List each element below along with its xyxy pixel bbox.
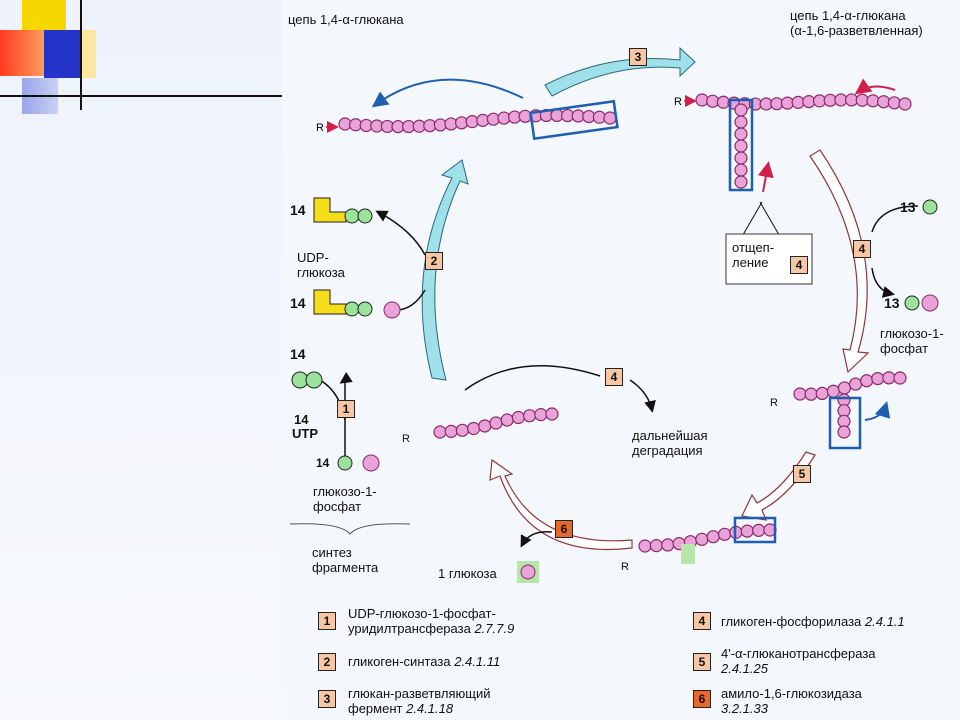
svg-text:R: R xyxy=(316,122,324,134)
glucose-bead xyxy=(638,539,652,553)
glucose-bead xyxy=(837,425,851,439)
glucose-bead xyxy=(893,371,907,385)
glucose-bead xyxy=(695,532,709,546)
glucose-bead xyxy=(661,538,675,552)
label-top-right: цепь 1,4-α-глюкана (α-1,6-разветвленная) xyxy=(790,8,923,38)
cyan-arrows xyxy=(421,46,696,381)
legend-text-5: 4'-α-глюканотрансфераза 2.4.1.25 xyxy=(721,646,876,676)
glucose-bead xyxy=(433,425,447,439)
count-14-ppi: 14 xyxy=(290,346,306,362)
step-1-box: 1 xyxy=(337,400,355,418)
udp-glucose-icons xyxy=(291,197,939,583)
glucose-bead xyxy=(734,139,748,153)
count-14-top: 14 xyxy=(290,202,306,218)
glucose-bead xyxy=(740,524,754,538)
glucose-bead xyxy=(848,377,863,391)
glucose-bead xyxy=(706,530,720,544)
step-2-box: 2 xyxy=(425,252,443,270)
label-udp-glucose: UDP- глюкоза xyxy=(297,250,345,280)
count-14-g1p: 14 xyxy=(316,456,330,470)
label-r-right: R xyxy=(770,397,778,409)
chain-top-right: R xyxy=(674,95,697,108)
count-14-middle: 14 xyxy=(290,295,306,311)
label-further-degradation: дальнейшая деградация xyxy=(632,428,708,458)
decor-horizontal-line xyxy=(0,95,282,97)
glucose-bead xyxy=(752,523,766,537)
glucose-bead xyxy=(717,527,732,541)
glucose-bead xyxy=(826,384,840,398)
decor-vertical-line xyxy=(80,0,82,110)
glucose-bead xyxy=(522,409,537,423)
decor-red-square xyxy=(0,30,44,76)
legend-num-5: 5 xyxy=(693,653,711,671)
label-r-middle: R xyxy=(402,433,410,445)
legend-text-1: UDP-глюкозо-1-фосфат- уридилтрансфераза … xyxy=(348,606,515,636)
glucose-bead xyxy=(734,163,748,177)
chain-top-left: R xyxy=(316,121,339,134)
label-utp: UTP xyxy=(292,426,318,441)
glucose-bead xyxy=(500,413,514,427)
legend-text-4: гликоген-фосфорилаза 2.4.1.1 xyxy=(721,614,905,629)
glucose-bead xyxy=(898,97,912,111)
legend-num-2: 2 xyxy=(318,653,336,671)
label-r-bottom: R xyxy=(621,561,629,573)
step-4-box-callout: 4 xyxy=(790,256,808,274)
legend-num-6: 6 xyxy=(693,690,711,708)
glucose-bead xyxy=(734,103,748,117)
glucose-bead xyxy=(882,371,896,385)
glucose-bead xyxy=(837,381,852,395)
glucose-bead xyxy=(444,424,458,438)
highlight-boxes xyxy=(529,98,862,544)
glucose-bead xyxy=(804,387,818,401)
count-13-g1p: 13 xyxy=(884,295,900,311)
process-arrows xyxy=(289,78,919,548)
glucose-bead xyxy=(511,410,526,425)
svg-text:R: R xyxy=(674,96,682,108)
decor-yellow-square xyxy=(22,0,66,30)
glucose-bead xyxy=(871,372,885,386)
legend-num-4: 4 xyxy=(693,612,711,630)
label-one-glucose: 1 глюкоза xyxy=(438,566,497,581)
legend-num-1: 1 xyxy=(318,612,336,630)
glucose-bead xyxy=(734,115,748,129)
glucose-chains xyxy=(338,93,912,553)
glucose-bead xyxy=(455,423,469,437)
glucose-bead xyxy=(815,386,829,400)
label-glucose-1-phosphate-right: глюкозо-1- фосфат xyxy=(880,326,944,356)
count-13-pi: 13 xyxy=(900,199,916,215)
glucose-bead xyxy=(793,387,807,401)
step-4-box-middle: 4 xyxy=(605,368,623,386)
decor-lightyellow-square xyxy=(80,30,96,78)
legend-text-6: амило-1,6-глюкозидаза 3.2.1.33 xyxy=(721,686,862,716)
glucose-bead xyxy=(734,127,748,141)
label-glucose-1-phosphate: глюкозо-1- фосфат xyxy=(313,484,377,514)
glucose-bead xyxy=(734,175,748,189)
label-n14-utp: 14 xyxy=(294,412,309,427)
step-5-box: 5 xyxy=(793,465,811,483)
glucose-bead xyxy=(534,408,548,422)
label-top-left: цепь 1,4-α-глюкана xyxy=(288,12,404,27)
label-cleavage: отщеп- ление xyxy=(732,240,775,270)
glucose-bead xyxy=(734,151,748,165)
legend-text-2: гликоген-синтаза 2.4.1.11 xyxy=(348,654,501,669)
glucose-bead xyxy=(545,407,559,421)
glucose-bead xyxy=(603,111,617,125)
left-background xyxy=(0,0,282,720)
legend-num-3: 3 xyxy=(318,690,336,708)
legend-text-3: глюкан-разветвляющий фермент 2.4.1.18 xyxy=(348,686,491,716)
step-6-box: 6 xyxy=(555,520,573,538)
decor-blue-square xyxy=(44,30,80,78)
glucose-bead xyxy=(649,539,663,553)
glucose-bead xyxy=(489,416,503,430)
label-synthesis: синтез фрагмента xyxy=(312,545,379,575)
step-4-box-right: 4 xyxy=(853,240,871,258)
glucose-bead xyxy=(478,419,492,433)
glucose-bead xyxy=(860,374,874,388)
step-3-box: 3 xyxy=(629,48,647,66)
glucose-bead xyxy=(467,421,481,436)
white-arrows xyxy=(489,149,870,551)
